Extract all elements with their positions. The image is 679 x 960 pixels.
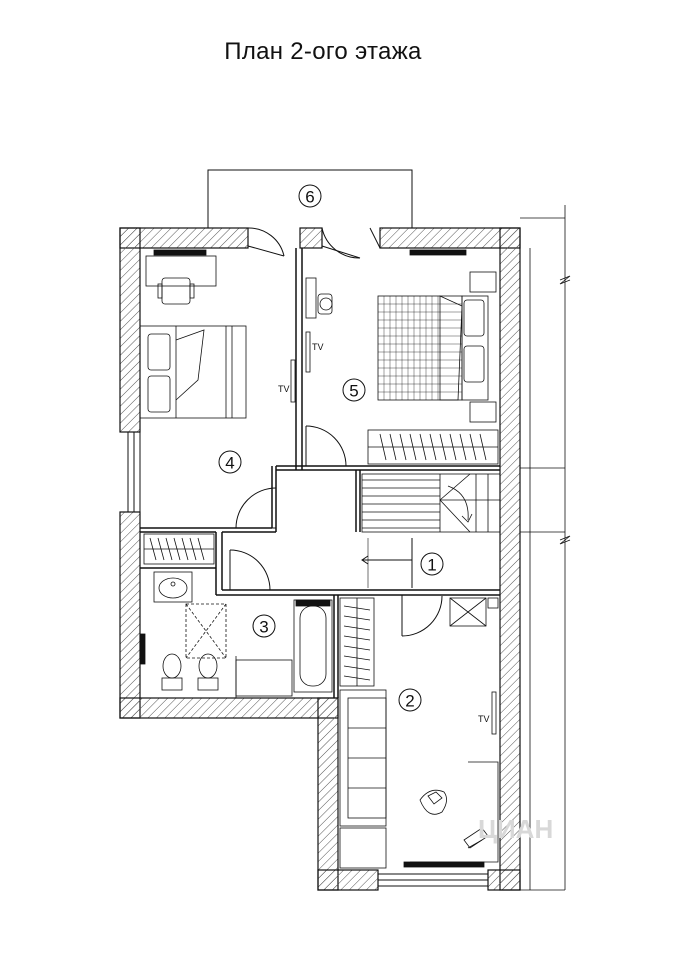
room-marker-3: 3 [252, 614, 276, 638]
bathroom-fixtures [139, 571, 333, 698]
exterior-walls [119, 227, 521, 891]
exterior-right-lines [520, 205, 571, 891]
room-marker-5: 5 [342, 378, 366, 402]
staircase [361, 473, 501, 533]
doors [229, 227, 443, 637]
interior-walls [140, 248, 500, 698]
tv-label-room2: TV [478, 714, 490, 724]
room-number: 6 [305, 188, 314, 207]
room-number: 5 [349, 382, 358, 401]
room-marker-2: 2 [398, 688, 422, 712]
window-left [127, 431, 141, 513]
tv-label-room5: TV [312, 342, 324, 352]
tv-label-room4: TV [278, 384, 290, 394]
room-marker-6: 6 [298, 184, 322, 208]
room4-furniture [139, 249, 296, 565]
room-number: 2 [405, 692, 414, 711]
room5-furniture [305, 249, 499, 465]
room-number: 3 [259, 618, 268, 637]
page-title: План 2-ого этажа [224, 38, 422, 65]
room-number: 1 [427, 556, 436, 575]
room-number: 4 [225, 454, 234, 473]
room2-furniture [339, 597, 499, 869]
room-marker-1: 1 [420, 552, 444, 576]
room-marker-4: 4 [218, 450, 242, 474]
watermark: ЦИАН [478, 814, 553, 844]
window-bottom [377, 873, 489, 887]
balcony-outline [207, 169, 413, 228]
